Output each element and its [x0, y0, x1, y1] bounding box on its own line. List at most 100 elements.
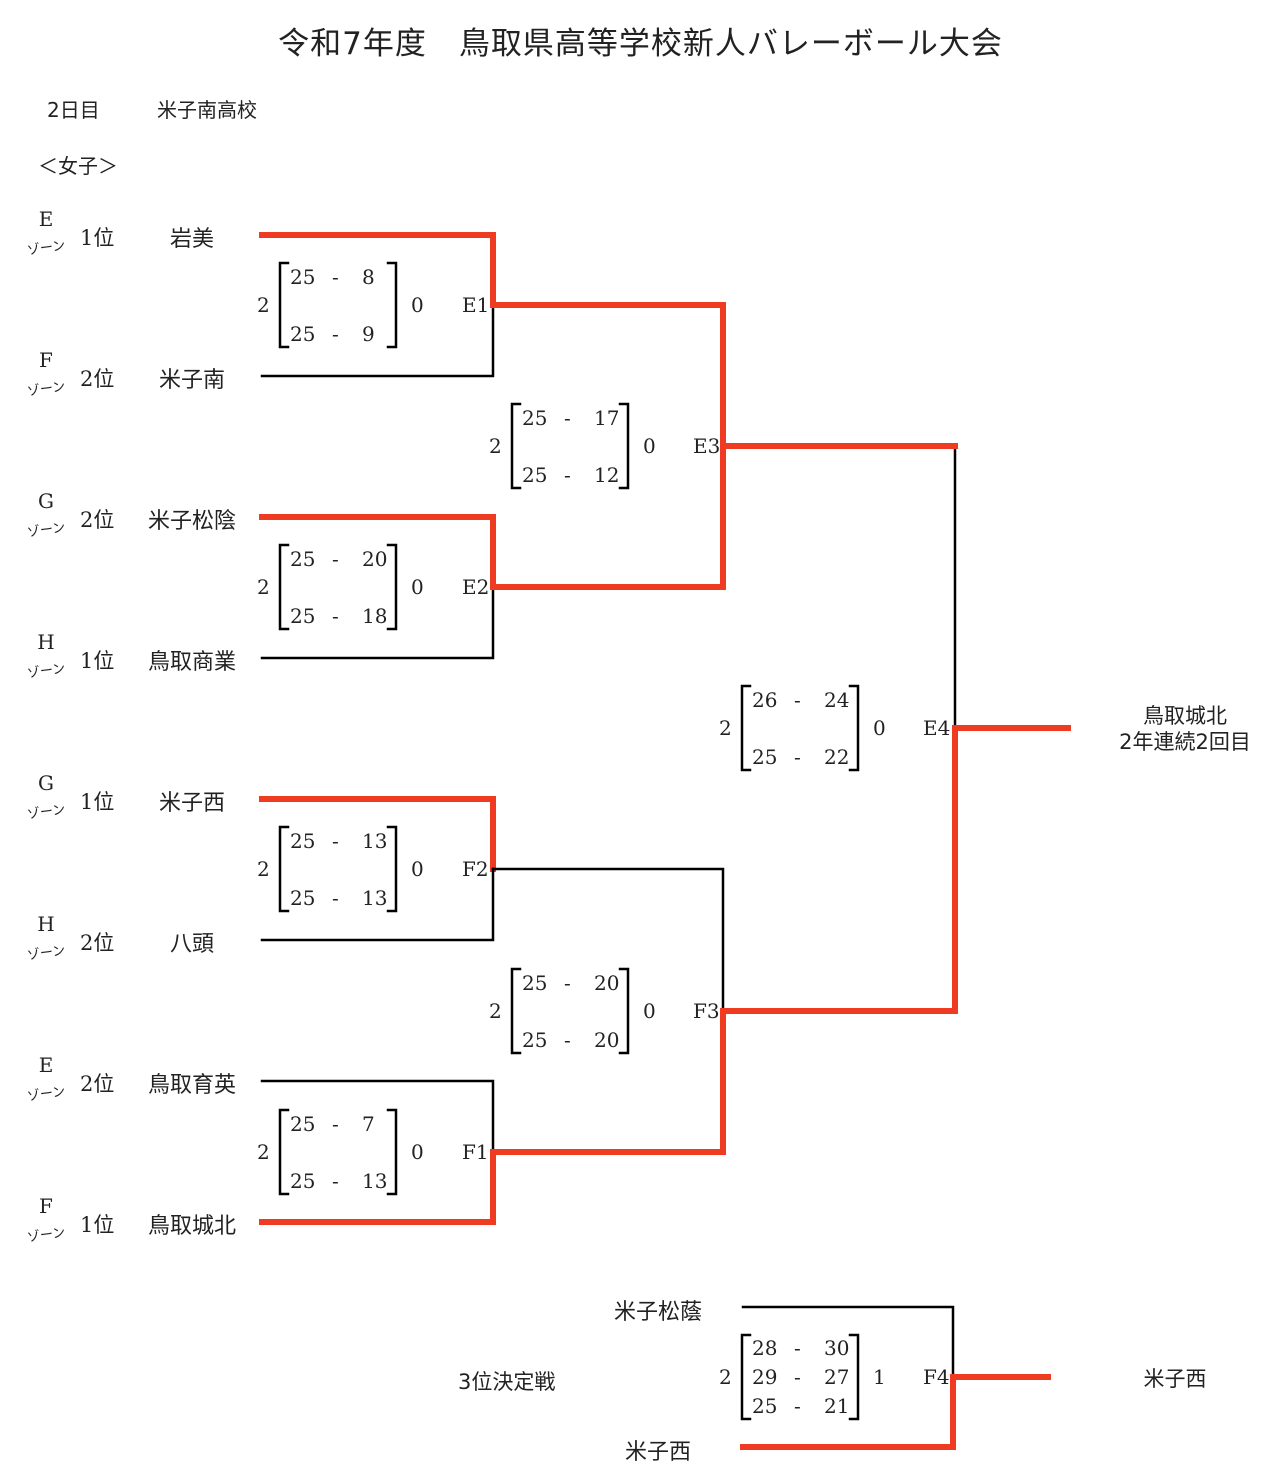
- score-separator: -: [794, 688, 801, 712]
- winner-path: [720, 725, 958, 1014]
- zone-letter: H: [37, 912, 55, 936]
- set-score-b: 7: [362, 1112, 375, 1136]
- set-score-b: 20: [362, 547, 388, 571]
- score-bracket-left: [510, 967, 522, 1055]
- score-separator: -: [794, 1365, 801, 1389]
- sets-won-a: 2: [719, 716, 732, 740]
- score-separator: -: [332, 604, 339, 628]
- sets-won-a: 2: [257, 857, 270, 881]
- sets-won-b: 0: [411, 293, 424, 317]
- winner-path: [490, 1008, 726, 1155]
- rank-label: 1位: [80, 226, 115, 250]
- day-label: 2日目: [47, 98, 100, 122]
- winner-path: [490, 302, 726, 449]
- rank-label: 2位: [80, 367, 115, 391]
- set-score-b: 17: [594, 406, 620, 430]
- score-bracket-left: [740, 684, 752, 772]
- third-place-team-bottom: 米子西: [624, 1440, 691, 1465]
- match-label: F1: [462, 1140, 489, 1164]
- rank-label: 2位: [80, 931, 115, 955]
- third-place-label: 3位決定戦: [458, 1370, 556, 1394]
- zone-letter: G: [38, 489, 54, 513]
- set-score-b: 13: [362, 829, 388, 853]
- set-score-a: 25: [522, 971, 548, 995]
- sets-won-a: 2: [489, 434, 502, 458]
- set-score-b: 22: [824, 745, 850, 769]
- score-separator: -: [332, 1169, 339, 1193]
- zone-letter: F: [39, 348, 53, 372]
- score-separator: -: [564, 463, 571, 487]
- team-name: 八頭: [169, 932, 214, 957]
- rank-label: 1位: [80, 790, 115, 814]
- team-name: 鳥取育英: [147, 1073, 236, 1098]
- score-separator: -: [332, 829, 339, 853]
- set-score-a: 28: [752, 1336, 778, 1360]
- zone-letter: F: [39, 1194, 53, 1218]
- score-separator: -: [332, 886, 339, 910]
- sets-won-a: 2: [257, 293, 270, 317]
- set-score-a: 29: [752, 1365, 778, 1389]
- set-score-b: 27: [824, 1365, 850, 1389]
- sets-won-a: 2: [257, 1140, 270, 1164]
- team-name: 鳥取城北: [147, 1214, 236, 1239]
- score-separator: -: [332, 322, 339, 346]
- team-name: 米子西: [158, 791, 225, 816]
- score-bracket-left: [278, 261, 290, 349]
- sets-won-b: 0: [411, 857, 424, 881]
- set-score-a: 25: [290, 1169, 316, 1193]
- set-score-a: 25: [290, 322, 316, 346]
- score-bracket-left: [510, 402, 522, 490]
- team-name: 米子松陰: [147, 509, 236, 534]
- champion-note: 2年連続2回目: [1119, 730, 1251, 754]
- set-score-a: 25: [522, 463, 548, 487]
- score-bracket-right: [618, 402, 630, 490]
- score-separator: -: [794, 1336, 801, 1360]
- score-bracket-right: [386, 261, 398, 349]
- set-score-b: 21: [824, 1394, 850, 1418]
- loser-path: [260, 867, 495, 942]
- loser-path: [741, 1305, 955, 1379]
- set-score-a: 25: [752, 1394, 778, 1418]
- zone-letter: E: [38, 207, 54, 231]
- score-separator: -: [564, 971, 571, 995]
- set-score-b: 18: [362, 604, 388, 628]
- set-score-b: 20: [594, 971, 620, 995]
- set-score-a: 25: [290, 265, 316, 289]
- set-score-b: 13: [362, 886, 388, 910]
- zone-letter: E: [38, 1053, 54, 1077]
- winner-path: [259, 796, 496, 872]
- score-bracket-right: [618, 967, 630, 1055]
- score-bracket-left: [278, 1108, 290, 1196]
- loser-path: [491, 867, 725, 1013]
- loser-path: [260, 303, 495, 378]
- set-score-b: 12: [594, 463, 620, 487]
- score-bracket-left: [278, 825, 290, 913]
- sets-won-a: 2: [719, 1365, 732, 1389]
- page-title: 令和7年度 鳥取県高等学校新人バレーボール大会: [278, 26, 1003, 62]
- match-label: F3: [693, 999, 720, 1023]
- winner-path: [490, 443, 726, 590]
- set-score-a: 25: [290, 1112, 316, 1136]
- team-name: 鳥取商業: [147, 650, 236, 675]
- loser-path: [260, 1079, 495, 1154]
- set-score-a: 25: [522, 406, 548, 430]
- score-separator: -: [564, 1028, 571, 1052]
- match-label: E3: [693, 434, 721, 458]
- match-label: F4: [923, 1365, 950, 1389]
- winner-path: [259, 1149, 496, 1225]
- score-bracket-right: [386, 825, 398, 913]
- venue-label: 米子南高校: [157, 98, 257, 122]
- champion-name: 鳥取城北: [1143, 704, 1227, 728]
- score-bracket-left: [278, 543, 290, 631]
- third-place-team-top: 米子松蔭: [613, 1300, 702, 1325]
- sets-won-a: 2: [489, 999, 502, 1023]
- division-label: ＜女子＞: [38, 154, 118, 178]
- sets-won-b: 0: [411, 575, 424, 599]
- set-score-b: 13: [362, 1169, 388, 1193]
- zone-letter: H: [37, 630, 55, 654]
- winner-path: [259, 232, 496, 308]
- set-score-a: 25: [752, 745, 778, 769]
- loser-path: [721, 444, 957, 730]
- champion: 鳥取城北 2年連続2回目: [1085, 703, 1281, 755]
- sets-won-b: 0: [643, 434, 656, 458]
